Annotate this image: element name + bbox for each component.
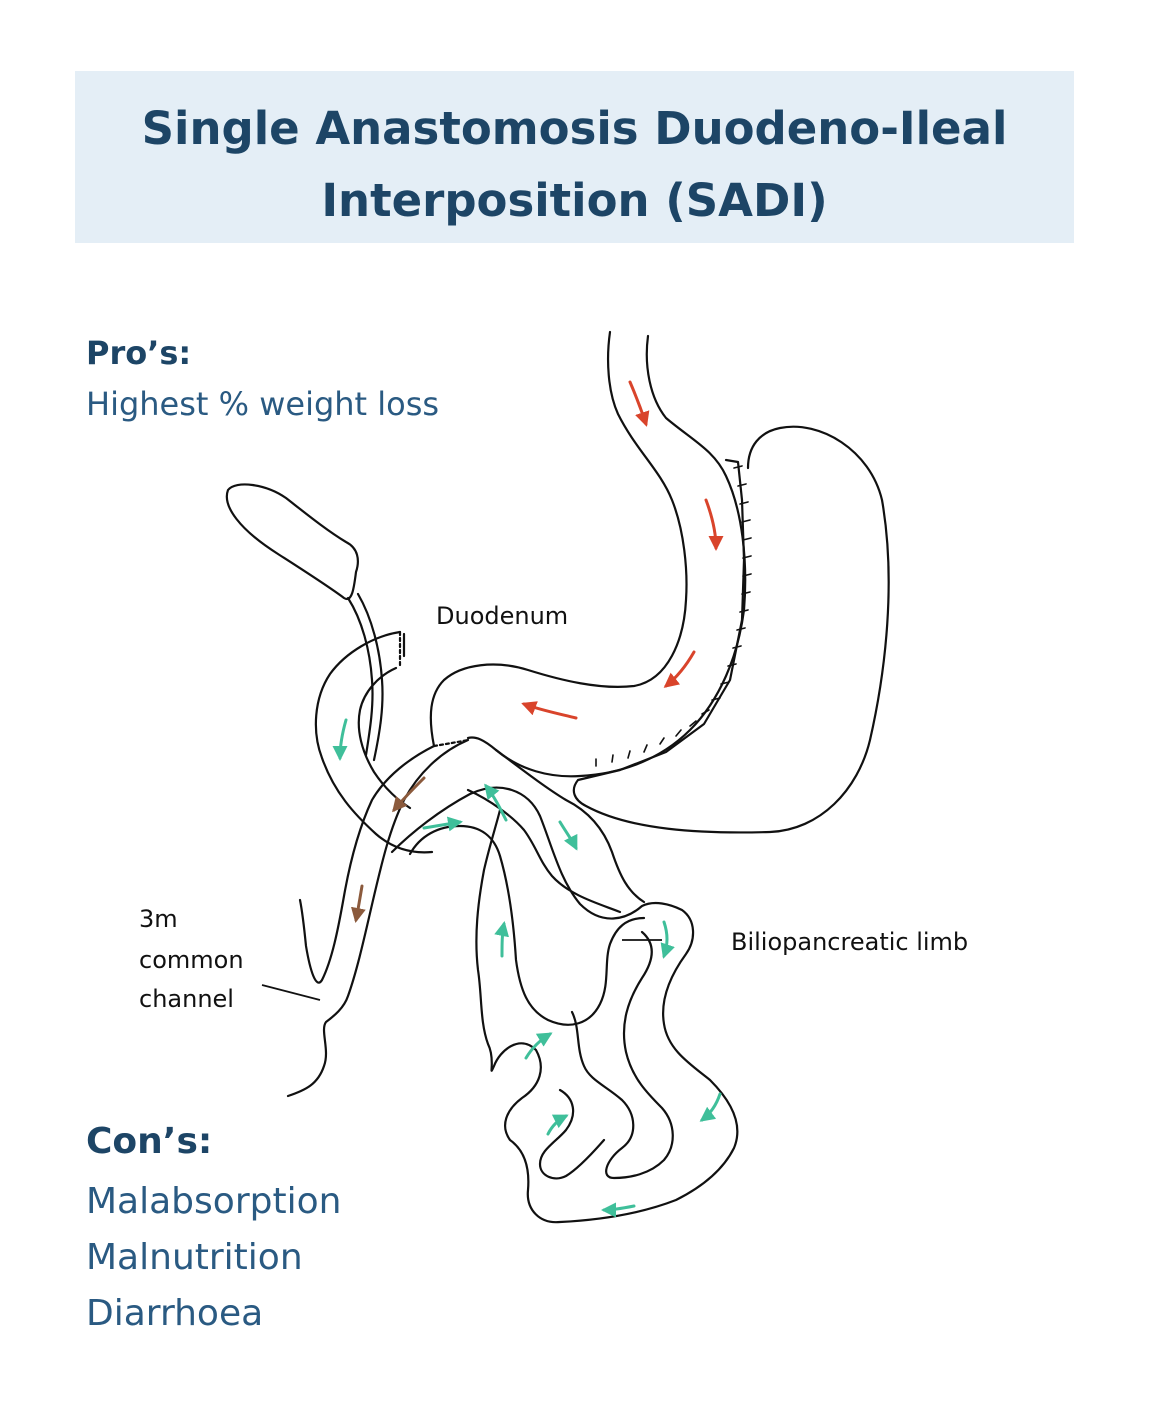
duodenal-stump-inner <box>357 666 412 810</box>
bile-flow-arrow <box>699 1092 722 1122</box>
bile-flow-arrow <box>524 1032 553 1060</box>
bile-duct-outer <box>346 596 374 757</box>
page-title: Single Anastomosis Duodeno-Ileal Interpo… <box>75 93 1074 237</box>
bile-flow-arrow <box>558 820 578 851</box>
biliopancreatic-limb-lower <box>466 788 622 914</box>
ileal-loop-coil <box>538 1088 606 1180</box>
bile-flow-arrow <box>332 718 348 761</box>
bile-duct-inner <box>356 592 384 762</box>
duodenum-label: Duodenum <box>436 602 568 630</box>
bile-flow-arrow <box>494 921 510 958</box>
food-flow-arrow <box>628 380 650 427</box>
ileal-loop-inner-2 <box>570 930 674 1180</box>
title-banner: Single Anastomosis Duodeno-Ileal Interpo… <box>75 71 1074 243</box>
cons-heading: Con’s: <box>86 1121 213 1162</box>
title-line-1: Single Anastomosis Duodeno-Ileal <box>141 102 1008 155</box>
pros-list: Highest % weight loss <box>86 382 439 426</box>
biliopancreatic-limb-upper <box>494 748 646 904</box>
mixed-flow-arrow <box>392 776 426 813</box>
common-channel-label-line-3: channel <box>139 985 234 1013</box>
ileal-loop-outer <box>390 786 739 1224</box>
sleeve-staple-line <box>595 465 752 767</box>
title-line-2: Interposition (SADI) <box>321 174 828 227</box>
cons-item: Malnutrition <box>86 1237 303 1278</box>
bile-flow-arrow <box>546 1114 569 1136</box>
common-channel-label-line-2: common <box>139 946 244 974</box>
food-flow-arrow <box>663 650 696 688</box>
bile-flow-arrow <box>484 783 508 822</box>
biliopancreatic-limb-label: Biliopancreatic limb <box>731 928 968 956</box>
cons-list: Malabsorption Malnutrition Diarrhoea <box>86 1174 341 1342</box>
cons-item: Diarrhoea <box>86 1293 264 1334</box>
mixed-flow-arrow <box>350 884 366 923</box>
bile-flow-arrow <box>601 1202 636 1218</box>
food-flow-arrow <box>704 498 724 551</box>
stomach-greater-curve <box>572 425 890 834</box>
esophagus-right-wall <box>466 334 747 778</box>
common-channel-outer <box>298 744 436 984</box>
bile-flow-arrow <box>422 816 463 832</box>
duodenal-stump-outer <box>314 630 434 854</box>
pros-item: Highest % weight loss <box>86 385 440 423</box>
pros-heading: Pro’s: <box>86 334 192 372</box>
cons-item: Malabsorption <box>86 1181 342 1222</box>
bile-flow-arrow <box>660 920 675 959</box>
common-channel-inner <box>286 738 470 1098</box>
common-channel-label-line-1: 3m <box>139 905 178 933</box>
gallbladder <box>225 483 359 601</box>
ileal-loop-inner <box>408 824 646 1026</box>
esophagus-left-wall <box>429 330 688 748</box>
food-flow-arrow <box>521 701 578 720</box>
common-channel-pointer <box>261 984 321 1001</box>
